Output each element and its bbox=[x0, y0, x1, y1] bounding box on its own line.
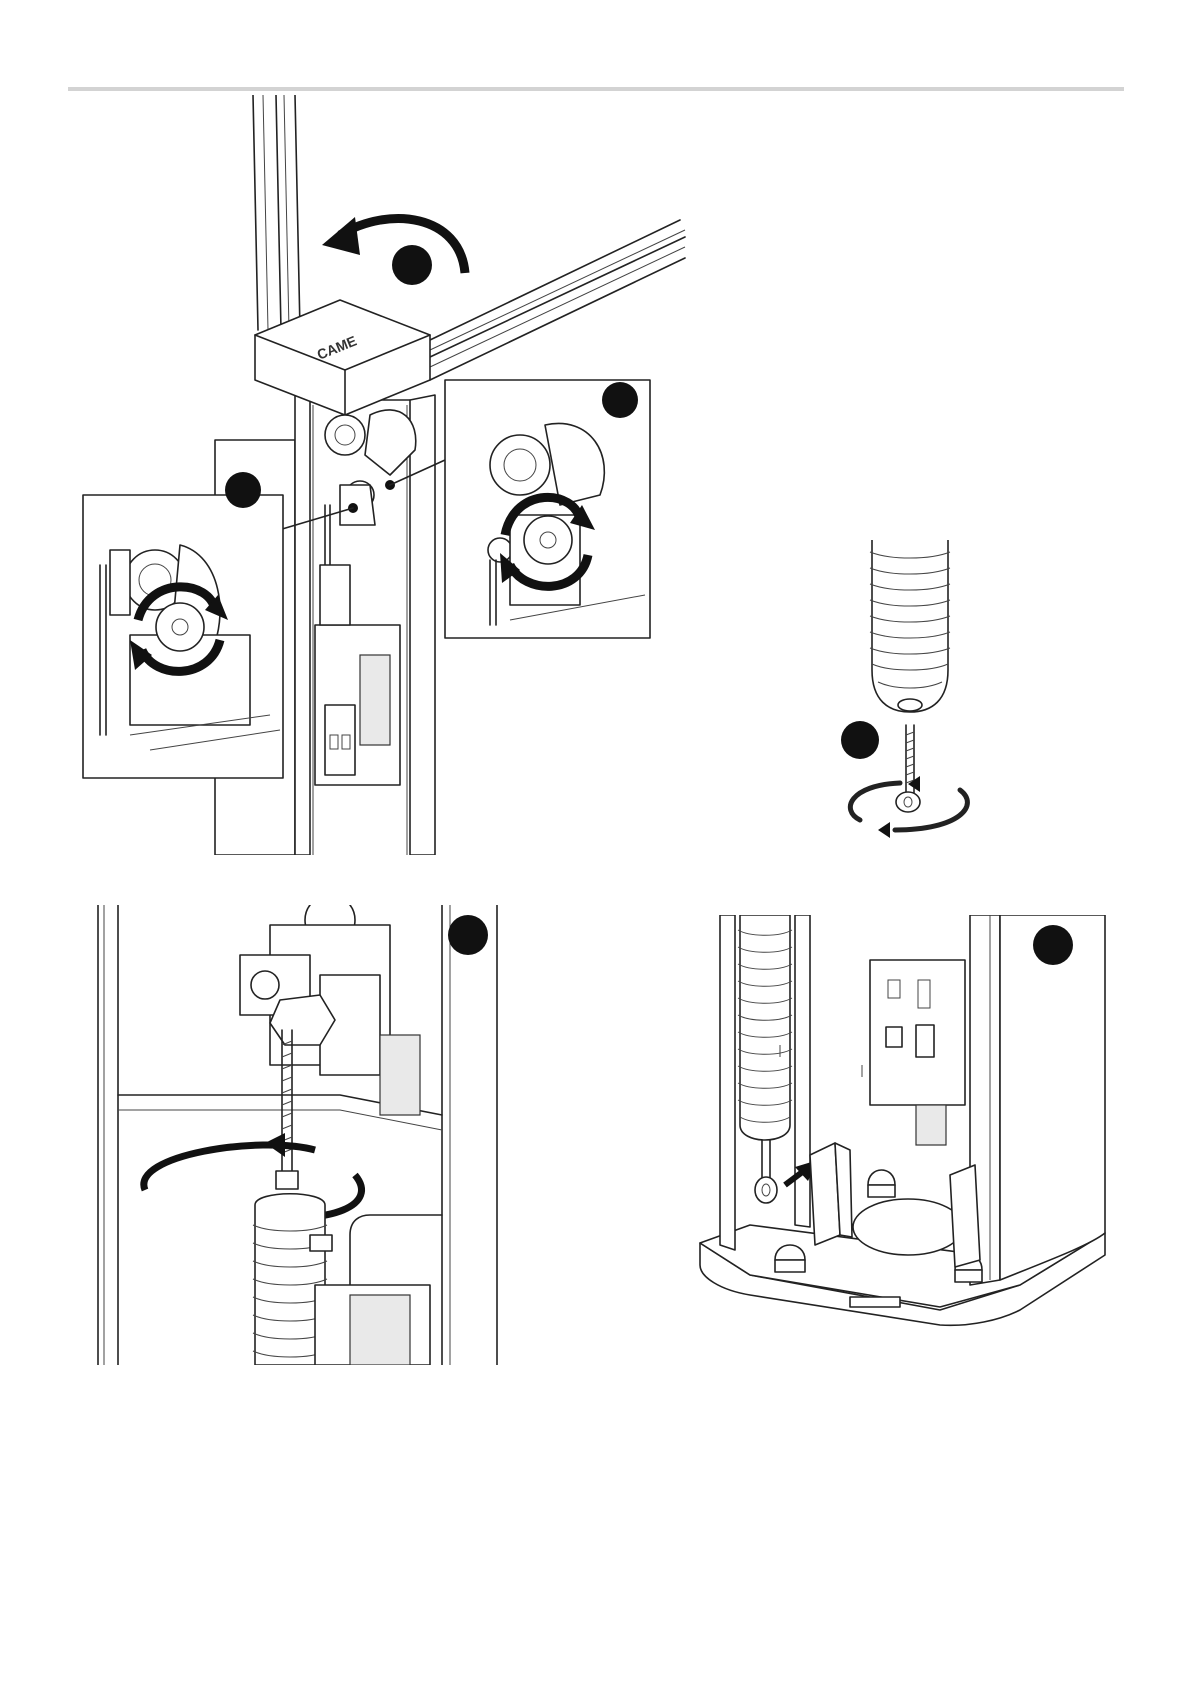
step-marker-6 bbox=[1033, 925, 1073, 965]
detail-box-right bbox=[445, 380, 650, 638]
figure-spring-eyebolt bbox=[820, 540, 980, 850]
barrier-release-screws-illustration: CAME bbox=[70, 95, 690, 855]
eyebolt bbox=[896, 792, 920, 812]
spring-bellows bbox=[738, 915, 792, 1140]
detail-box-left bbox=[83, 472, 283, 778]
header-rule bbox=[68, 87, 1124, 91]
vertical-boom bbox=[253, 95, 300, 330]
spring-bellows bbox=[870, 540, 950, 712]
figure-spring-hook bbox=[690, 915, 1110, 1355]
step-marker-1 bbox=[392, 245, 432, 285]
rotate-nut-arrow-icon bbox=[144, 1133, 362, 1231]
step-marker-5 bbox=[448, 915, 488, 955]
step-marker-2 bbox=[225, 472, 261, 508]
eyebolt bbox=[755, 1177, 777, 1203]
step-marker-4 bbox=[841, 721, 879, 759]
figure-barrier-release: CAME bbox=[70, 95, 690, 855]
spring-nut-adjustment-illustration bbox=[90, 905, 500, 1365]
figure-spring-nut bbox=[90, 905, 500, 1365]
horizontal-boom bbox=[430, 220, 685, 380]
nut bbox=[276, 1171, 298, 1189]
spring-hook-base-illustration bbox=[690, 915, 1110, 1355]
step-marker-3 bbox=[602, 382, 638, 418]
spring-eyebolt-illustration bbox=[820, 540, 980, 850]
